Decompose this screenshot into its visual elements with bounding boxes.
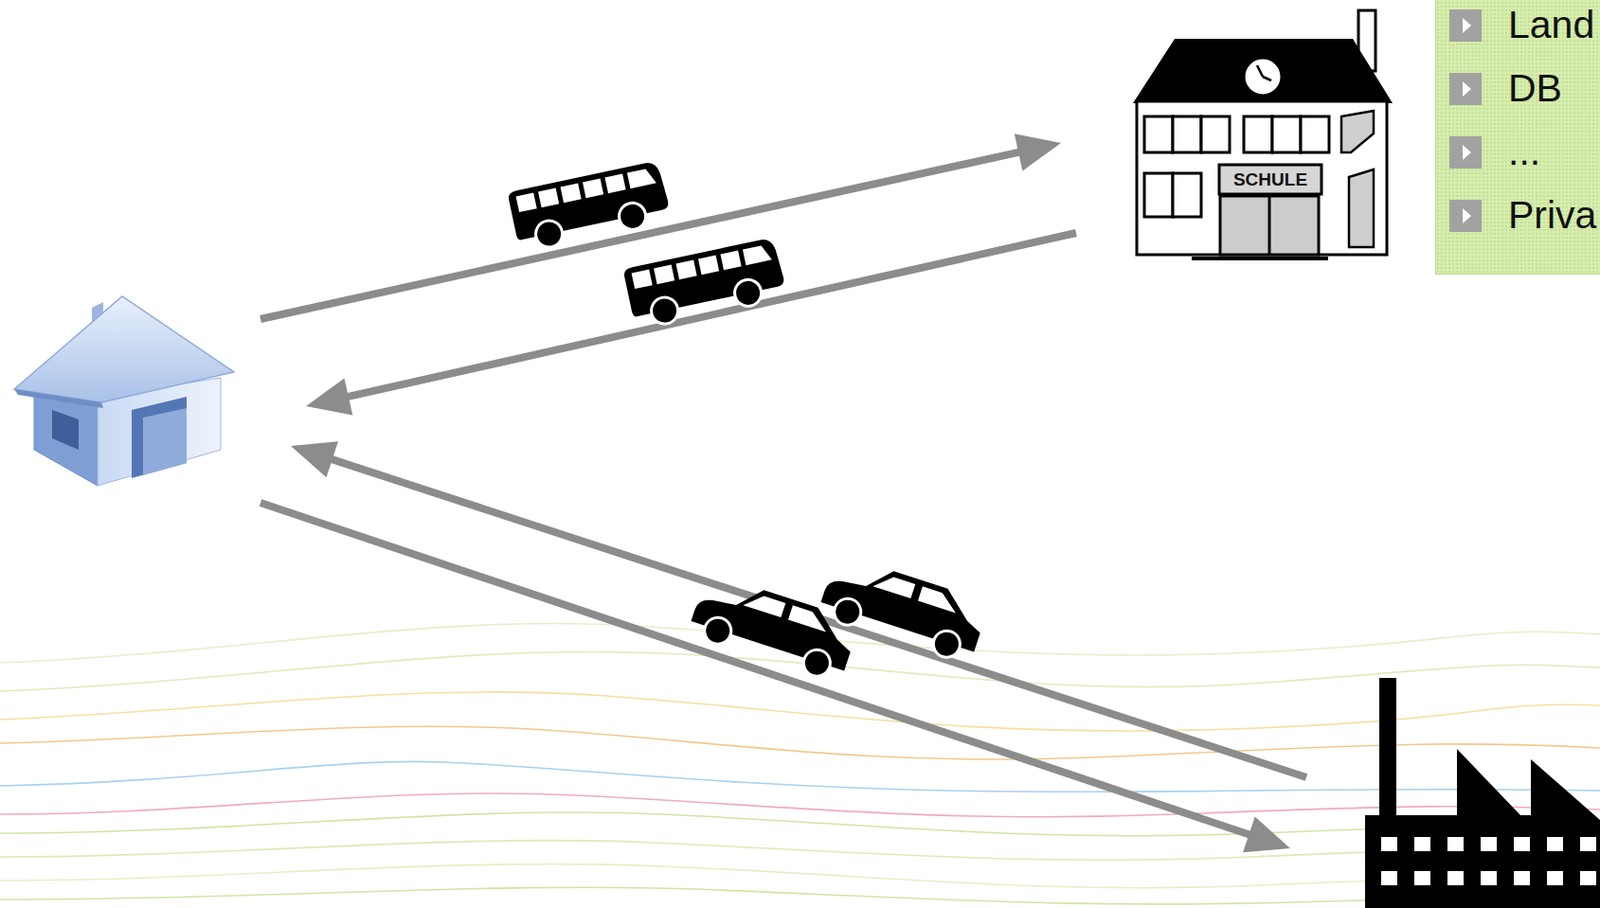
- arrow-line: [260, 503, 1255, 837]
- factory-illustration: [1365, 678, 1600, 908]
- operator-list-box: LandDB...Priva: [1435, 0, 1600, 275]
- home-house: [10, 290, 235, 490]
- list-item: Priva: [1436, 183, 1600, 248]
- house-illustration: [14, 296, 234, 486]
- arrow-line: [260, 151, 1025, 320]
- car-icon: [816, 553, 990, 666]
- arrow-head: [290, 441, 339, 478]
- arrow-head: [1242, 816, 1291, 853]
- arrow-connector: [305, 233, 1077, 415]
- car-icon: [686, 572, 861, 685]
- arrow-line: [326, 457, 1307, 778]
- school-illustration: [1132, 10, 1393, 259]
- bus-icon: [623, 236, 789, 331]
- arrow-connector: [260, 503, 1291, 853]
- wavy-lines: [0, 623, 1600, 904]
- arrow-head: [305, 377, 353, 415]
- arrow-connector: [260, 133, 1061, 320]
- list-item: Land: [1436, 0, 1600, 57]
- arrow-connector: [290, 441, 1307, 778]
- list-item: ...: [1436, 120, 1600, 184]
- school-sign: SCHULE: [1219, 165, 1322, 195]
- workplace-factory: [1365, 678, 1600, 908]
- school-building: SCHULE: [1125, 10, 1401, 264]
- bus-icon: [507, 160, 673, 254]
- arrow-line: [342, 233, 1077, 398]
- list-item: DB: [1436, 56, 1600, 121]
- arrow-head: [1014, 133, 1061, 171]
